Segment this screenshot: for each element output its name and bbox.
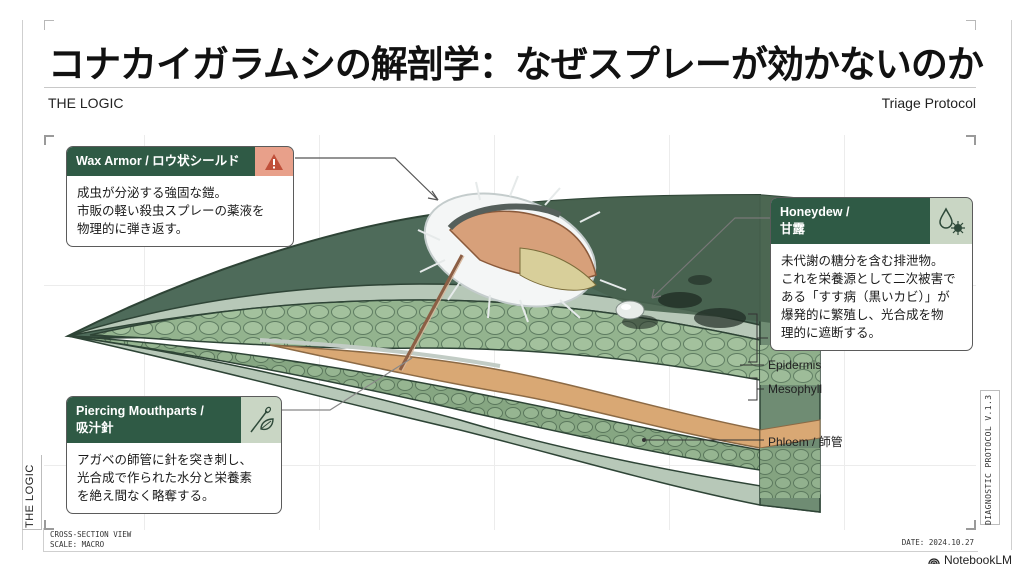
callout-line: 物理的に弾き返す。 xyxy=(77,221,189,236)
page-title: コナカイガラムシの解剖学：なぜスプレーが効かないのか xyxy=(48,43,984,86)
callout-mouthparts: Piercing Mouthparts / 吸汁針 アガベの師管に針を突き刺し、… xyxy=(66,396,282,514)
brand-name: NotebookLM xyxy=(943,553,1012,567)
side-tab-left xyxy=(22,455,42,530)
honeydew-leader xyxy=(651,217,770,299)
callout-line: ある「すす病（黒いカビ）」が xyxy=(781,289,950,304)
callout-line: 市販の軽い殺虫スプレーの薬液を xyxy=(77,203,265,218)
crop-corner xyxy=(966,135,976,145)
callout-body: 成虫が分泌する強固な鎧。 市販の軽い殺虫スプレーの薬液を 物理的に弾き返す。 xyxy=(67,176,293,246)
label-phloem: Phloem / 師管 xyxy=(768,435,843,449)
callout-wax-armor: Wax Armor / ロウ状シールド 成虫が分泌する強固な鎧。 市販の軽い殺虫… xyxy=(66,146,294,247)
frame-corner xyxy=(966,20,976,30)
label-mesophyll: Mesophyll xyxy=(768,382,823,396)
wax-armor-leader xyxy=(295,157,439,201)
crop-corner xyxy=(44,135,54,145)
callout-title: Piercing Mouthparts / xyxy=(76,404,204,418)
date-stamp: DATE: 2024.10.27 xyxy=(901,538,974,547)
brand-logo: NotebookLM xyxy=(928,553,1012,567)
callout-line: 光合成で作られた水分と栄養素 xyxy=(77,470,253,485)
section-label: THE LOGIC xyxy=(48,95,124,111)
callout-body: 未代謝の糖分を含む排泄物。 これを栄養源として二次被害で ある「すす病（黒いカビ… xyxy=(771,244,972,350)
callout-line: 理的に遮断する。 xyxy=(781,325,882,340)
callout-line: アガベの師管に針を突き刺し、 xyxy=(77,452,253,467)
warning-triangle-icon xyxy=(255,147,293,176)
callout-body: アガベの師管に針を突き刺し、 光合成で作られた水分と栄養素 を絶え間なく略奪する… xyxy=(67,443,281,513)
protocol-label: Triage Protocol xyxy=(881,95,976,111)
title-divider xyxy=(44,87,976,88)
side-tab-right xyxy=(980,390,1000,525)
callout-line: これを栄養源として二次被害で xyxy=(781,271,956,286)
callout-title: Honeydew / xyxy=(780,205,850,219)
view-type: CROSS-SECTION VIEW xyxy=(50,530,132,539)
side-tab-left-label: THE LOGIC xyxy=(24,464,36,528)
notebooklm-icon xyxy=(928,558,940,565)
callout-title: 吸汁針 xyxy=(76,421,114,435)
callout-title: Wax Armor / ロウ状シールド xyxy=(76,154,240,168)
footer-divider xyxy=(43,551,978,552)
mealybug-illustration xyxy=(398,175,627,372)
frame-corner xyxy=(44,20,54,30)
view-scale: SCALE: MACRO xyxy=(50,540,105,549)
needle-leaf-icon xyxy=(241,397,281,443)
crop-corner xyxy=(966,520,976,530)
droplet-mold-icon xyxy=(930,198,972,244)
footer-divider xyxy=(43,528,44,552)
label-epidermis: Epidermis xyxy=(768,358,822,372)
callout-line: 成虫が分泌する強固な鎧。 xyxy=(77,185,228,200)
view-info: CROSS-SECTION VIEW SCALE: MACRO xyxy=(50,530,131,550)
callout-line: 爆発的に繁殖し、光合成を物 xyxy=(781,307,944,322)
outer-frame xyxy=(22,20,1012,550)
callout-title: 甘露 xyxy=(780,222,806,236)
mouthparts-leader xyxy=(282,357,413,411)
callout-line: 未代謝の糖分を含む排泄物。 xyxy=(781,253,944,268)
side-tab-right-label: DIAGNOSTIC PROTOCOL V.1.3 xyxy=(984,394,993,525)
crop-corner xyxy=(44,520,54,530)
callout-line: を絶え間なく略奪する。 xyxy=(77,488,215,503)
callout-honeydew: Honeydew / 甘露 未代謝の糖分を含む排泄物。 これを栄養源として二次被… xyxy=(770,197,973,351)
